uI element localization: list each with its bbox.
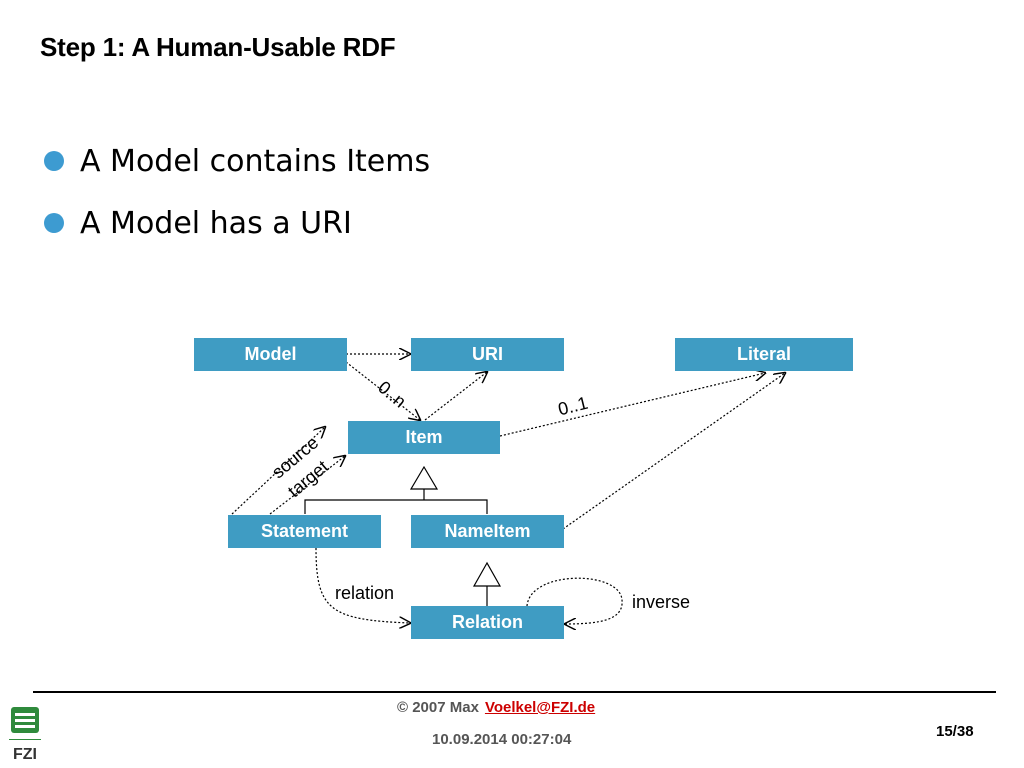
fzi-logo-icon: FZI bbox=[9, 707, 41, 763]
item-generalization-triangle bbox=[409, 465, 439, 490]
date-stamp: 10.09.2014 00:27:04 bbox=[432, 731, 572, 748]
inverse-label: inverse bbox=[632, 592, 691, 612]
inverse-loop-connector bbox=[526, 577, 623, 624]
nameitem-box: NameItem bbox=[411, 515, 564, 548]
relation-connector bbox=[315, 547, 410, 623]
relation-generalization-triangle bbox=[472, 561, 502, 587]
copyright-line: © 2007 Max Voelkel@FZI.de bbox=[397, 699, 595, 716]
item-uri-connector bbox=[424, 372, 487, 421]
nameitem-literal-connector bbox=[562, 373, 785, 530]
source-connector bbox=[231, 427, 325, 515]
relation-box: Relation bbox=[411, 606, 564, 639]
item-box: Item bbox=[348, 421, 500, 454]
bullet-text: A Model contains Items bbox=[80, 143, 431, 179]
item-literal-connector bbox=[499, 373, 765, 437]
relation-label: relation bbox=[335, 583, 395, 603]
footer-divider bbox=[33, 691, 996, 693]
statement-box: Statement bbox=[228, 515, 381, 548]
bullet-text: A Model has a URI bbox=[80, 205, 352, 241]
bullet-dot-icon bbox=[44, 151, 64, 171]
bullet-dot-icon bbox=[44, 213, 64, 233]
bullet-list: A Model contains Items A Model has a URI bbox=[44, 130, 430, 254]
item-generalization-lines bbox=[304, 489, 488, 514]
bullet-item: A Model has a URI bbox=[44, 192, 430, 254]
literal-box: Literal bbox=[675, 338, 853, 371]
uri-box: URI bbox=[411, 338, 564, 371]
copyright-text: © 2007 Max bbox=[397, 699, 479, 716]
logo-text: FZI bbox=[13, 746, 37, 763]
page-number: 15/38 bbox=[936, 723, 974, 740]
email-link[interactable]: Voelkel@FZI.de bbox=[484, 699, 596, 716]
slide-title: Step 1: A Human-Usable RDF bbox=[40, 32, 396, 62]
bullet-item: A Model contains Items bbox=[44, 130, 430, 192]
model-box: Model bbox=[194, 338, 347, 371]
